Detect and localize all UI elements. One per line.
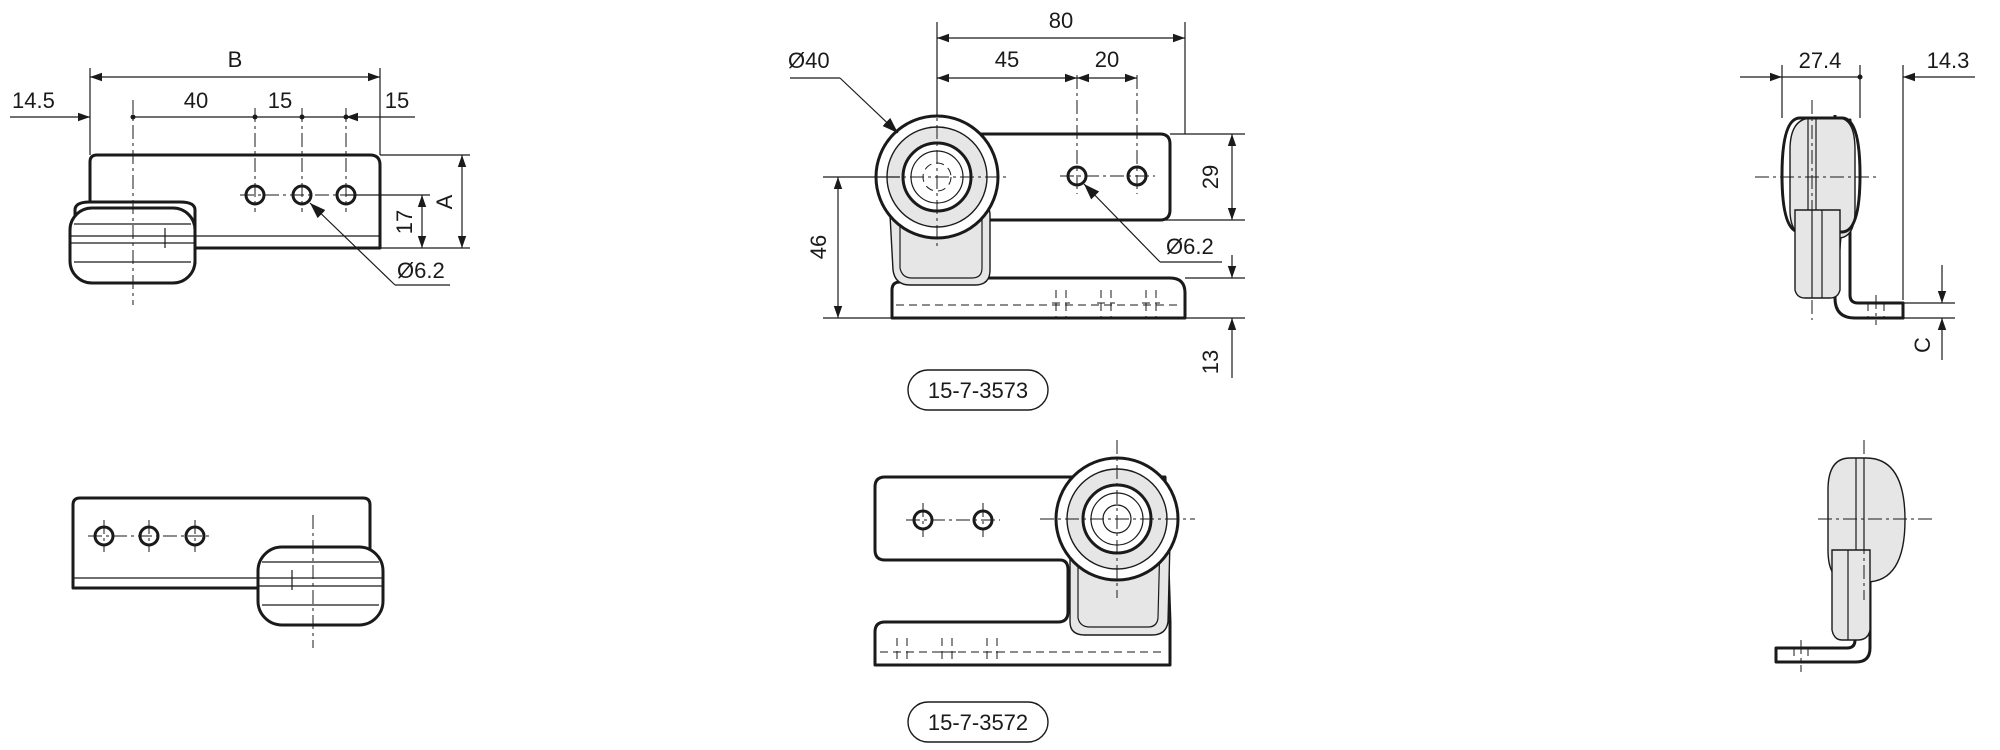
dim-29-label: 29 (1198, 165, 1223, 189)
dim-14-3-label: 14.3 (1927, 48, 1970, 73)
roller (256, 545, 385, 627)
dim-13-label: 13 (1198, 350, 1223, 374)
dim-40-label: 40 (184, 88, 208, 113)
dim-17-label: 17 (392, 210, 417, 234)
dim-45-label: 45 (995, 47, 1019, 72)
dim-46-label: 46 (806, 235, 831, 259)
threaded-holes-hidden (1052, 290, 1160, 318)
dim-27-4-label: 27.4 (1799, 48, 1842, 73)
hole-dia-label: Ø6.2 (1166, 234, 1214, 259)
dim-15-right-label: 15 (385, 88, 409, 113)
dim-20-label: 20 (1095, 47, 1119, 72)
right-side-view-bottom (1774, 440, 1935, 672)
center-bottom-view: 15-7-3572 (873, 440, 1195, 743)
dim-a-label: A (432, 194, 457, 209)
hole-dia-label: Ø6.2 (397, 258, 445, 283)
hole-leader (309, 202, 396, 286)
center-top-view: 80 45 20 Ø40 29 46 Ø6.2 13 15-7-3573 (788, 8, 1245, 411)
part-number-top: 15-7-3573 (928, 378, 1028, 403)
left-top-view: B 14.5 40 15 15 17 A Ø6.2 (10, 47, 470, 305)
part-number-badge (907, 701, 1049, 743)
dim-80-label: 80 (1049, 8, 1073, 33)
hole-leader (1083, 183, 1161, 263)
left-bottom-view (71, 496, 385, 648)
roller-dia-label: Ø40 (788, 48, 830, 73)
dim-15-label: 15 (268, 88, 292, 113)
dim-b-label: B (228, 47, 243, 72)
part-number-bottom: 15-7-3572 (928, 710, 1028, 735)
right-side-view-top: 27.4 14.3 C (1740, 48, 1975, 360)
part-number-badge (907, 369, 1049, 411)
roller-dia-leader (839, 77, 899, 134)
dim-14-5-label: 14.5 (12, 88, 55, 113)
dim-c-label: C (1910, 337, 1935, 353)
threaded-holes-hidden (893, 638, 1001, 665)
